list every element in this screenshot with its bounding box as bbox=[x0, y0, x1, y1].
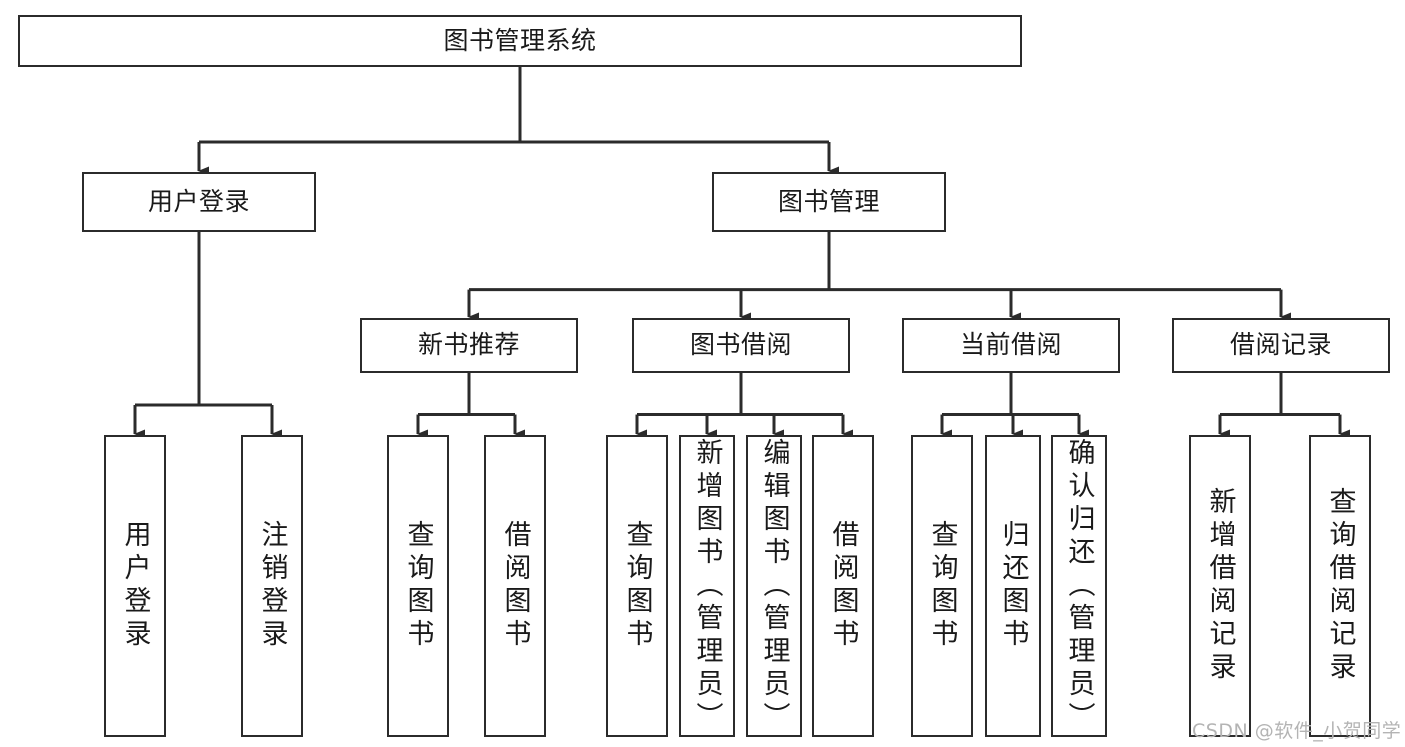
node-leaf-query-book-3[interactable]: 查询图书 bbox=[911, 435, 973, 737]
node-label: 注销登录 bbox=[256, 520, 288, 652]
node-label: 查询借阅记录 bbox=[1324, 487, 1356, 685]
node-leaf-query-book-2[interactable]: 查询图书 bbox=[606, 435, 668, 737]
node-label: 借阅图书 bbox=[827, 520, 859, 652]
node-label: 图书管理系统 bbox=[443, 25, 597, 55]
node-label: 查询图书 bbox=[926, 520, 958, 652]
node-book-manage[interactable]: 图书管理 bbox=[712, 172, 946, 232]
node-leaf-query-record[interactable]: 查询借阅记录 bbox=[1309, 435, 1371, 737]
node-label: 当前借阅 bbox=[959, 330, 1062, 360]
node-label: 归还图书 bbox=[997, 520, 1029, 652]
node-leaf-return-book[interactable]: 归还图书 bbox=[985, 435, 1041, 737]
node-leaf-confirm-return[interactable]: 确认归还（管理员） bbox=[1051, 435, 1107, 737]
node-leaf-add-record[interactable]: 新增借阅记录 bbox=[1189, 435, 1251, 737]
node-label: 图书管理 bbox=[777, 186, 880, 216]
csdn-watermark: CSDN @软件_小贺同学 bbox=[1192, 720, 1402, 742]
node-label: 借阅图书 bbox=[499, 520, 531, 652]
node-user-login[interactable]: 用户登录 bbox=[82, 172, 316, 232]
node-label: 查询图书 bbox=[402, 520, 434, 652]
node-leaf-borrow-book-1[interactable]: 借阅图书 bbox=[484, 435, 546, 737]
node-leaf-add-book[interactable]: 新增图书（管理员） bbox=[679, 435, 735, 737]
node-label: 借阅记录 bbox=[1229, 330, 1332, 360]
node-root[interactable]: 图书管理系统 bbox=[18, 15, 1022, 67]
node-leaf-user-login[interactable]: 用户登录 bbox=[104, 435, 166, 737]
node-leaf-user-logout[interactable]: 注销登录 bbox=[241, 435, 303, 737]
node-label: 查询图书 bbox=[621, 520, 653, 652]
node-label: 用户登录 bbox=[147, 186, 250, 216]
node-leaf-query-book-1[interactable]: 查询图书 bbox=[387, 435, 449, 737]
node-current-borrow[interactable]: 当前借阅 bbox=[902, 318, 1120, 373]
node-label: 新增图书（管理员） bbox=[691, 437, 723, 735]
node-label: 新增借阅记录 bbox=[1204, 487, 1236, 685]
node-new-book-rec[interactable]: 新书推荐 bbox=[360, 318, 578, 373]
node-borrow-record[interactable]: 借阅记录 bbox=[1172, 318, 1390, 373]
node-book-borrow[interactable]: 图书借阅 bbox=[632, 318, 850, 373]
node-label: 编辑图书（管理员） bbox=[758, 437, 790, 735]
node-label: 图书借阅 bbox=[689, 330, 792, 360]
node-label: 新书推荐 bbox=[417, 330, 520, 360]
node-label: 用户登录 bbox=[119, 520, 151, 652]
node-leaf-edit-book[interactable]: 编辑图书（管理员） bbox=[746, 435, 802, 737]
node-label: 确认归还（管理员） bbox=[1063, 437, 1095, 735]
node-leaf-borrow-book-2[interactable]: 借阅图书 bbox=[812, 435, 874, 737]
